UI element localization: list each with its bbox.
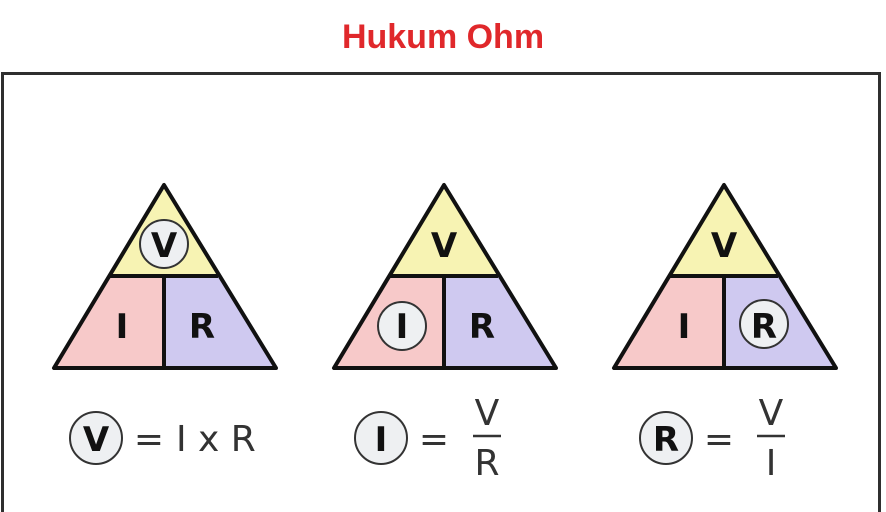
formula-1-subject-circle — [69, 411, 123, 465]
triangle-3: V I R — [612, 183, 838, 370]
triangle-3-left-section — [614, 276, 724, 368]
formula-3-denominator: I — [766, 443, 777, 484]
triangle-3-right-letter: R — [751, 307, 777, 347]
triangle-3-top-letter: V — [711, 226, 738, 266]
triangle-2-top-section — [390, 185, 498, 276]
formula-3-numerator: V — [759, 393, 784, 434]
triangle-2-top-letter: V — [431, 226, 458, 266]
triangle-3-top-section — [670, 185, 778, 276]
triangle-1-top-letter: V — [151, 226, 178, 266]
diagram-frame — [1, 72, 881, 512]
triangle-3-left-letter: I — [678, 307, 691, 347]
triangle-3-highlight-circle — [739, 299, 789, 349]
formula-2-equals: = — [419, 419, 449, 460]
formula-2-denominator: R — [474, 443, 499, 484]
formula-1: V = I x R — [69, 411, 256, 465]
formula-2: I = V R — [354, 393, 501, 484]
formula-1-rhs: I x R — [176, 419, 256, 460]
triangle-2-right-letter: R — [469, 307, 495, 347]
formula-2-numerator: V — [475, 393, 500, 434]
formula-3-equals: = — [704, 419, 734, 460]
page-title: Hukum Ohm — [341, 18, 545, 56]
triangle-2-highlight-circle — [377, 301, 427, 351]
triangle-1-left-letter: I — [116, 307, 129, 347]
triangle-1-highlight-circle — [139, 219, 189, 269]
triangle-1-right-section — [164, 276, 276, 368]
formula-1-subject: V — [83, 420, 110, 460]
triangle-2-left-letter: I — [396, 307, 409, 347]
triangle-2-right-section — [444, 276, 556, 368]
formula-3-subject: R — [653, 420, 679, 460]
formula-3: R = V I — [639, 393, 785, 484]
formula-2-subject-circle — [354, 411, 408, 465]
triangle-1-left-section — [54, 276, 164, 368]
ohm-law-diagram: V I R V I R V I R V = I x R I — [52, 183, 838, 484]
formula-2-subject: I — [375, 420, 388, 460]
triangle-1-right-letter: R — [189, 307, 215, 347]
formula-1-equals: = — [134, 419, 164, 460]
formula-3-subject-circle — [639, 411, 693, 465]
triangle-2: V I R — [332, 183, 558, 370]
triangle-1: V I R — [52, 183, 278, 370]
